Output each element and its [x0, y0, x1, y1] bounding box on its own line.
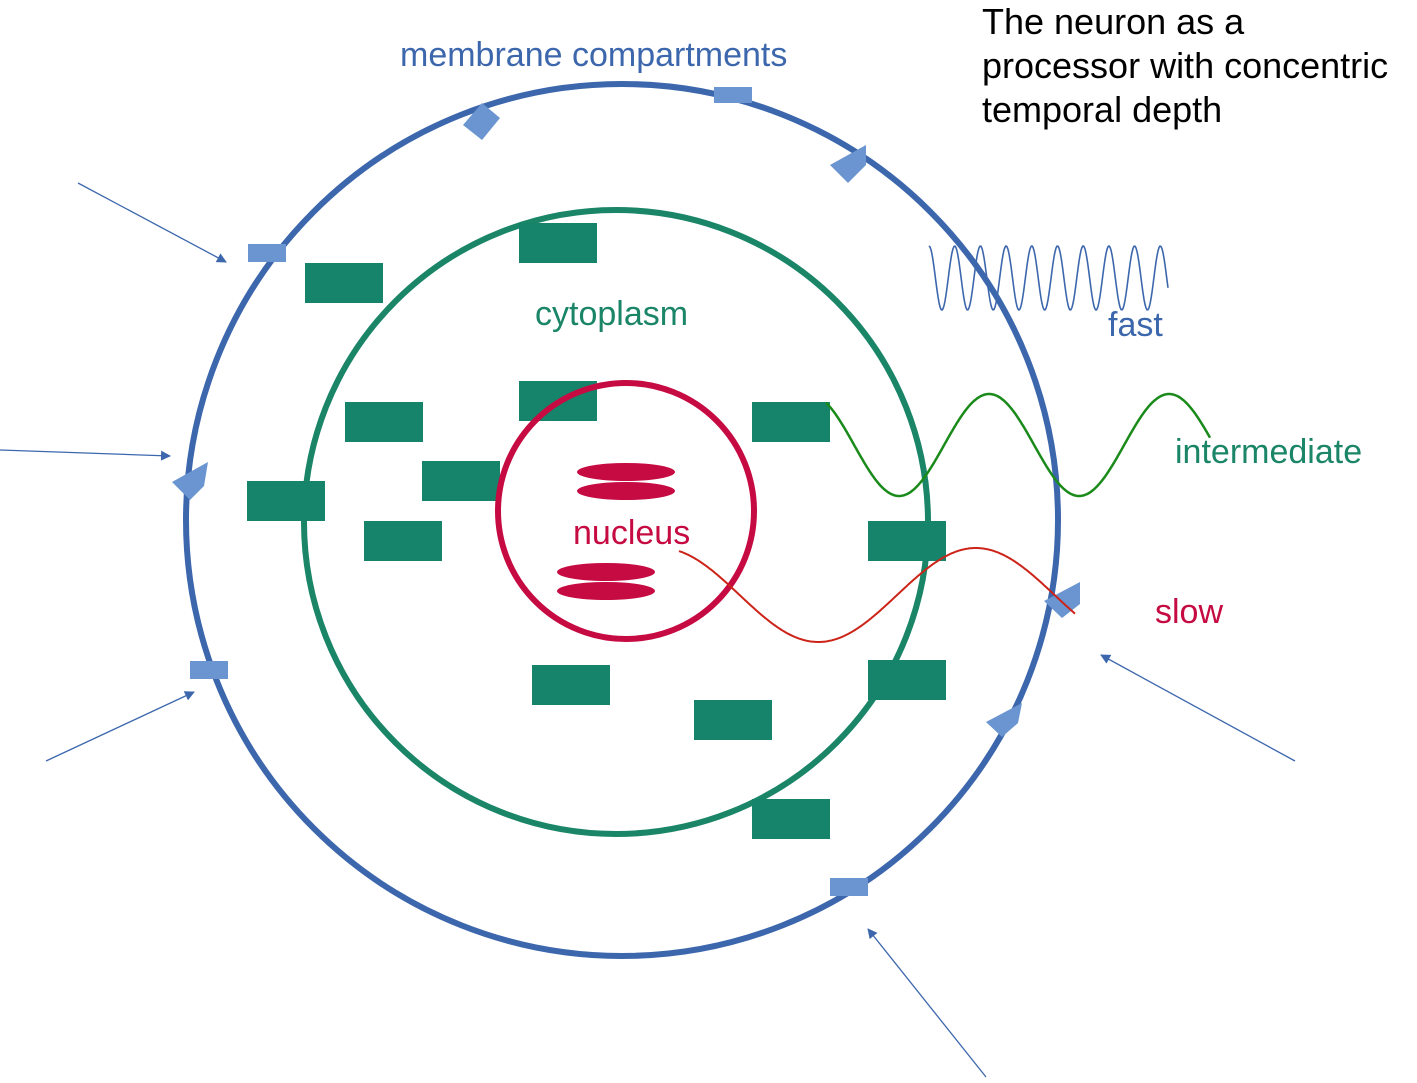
membrane-receptor [463, 103, 500, 140]
organelle [752, 402, 830, 442]
chromosome [577, 482, 675, 500]
input-arrow [1100, 654, 1296, 762]
slow-label: slow [1155, 593, 1224, 631]
chromosome [557, 563, 655, 581]
membrane-receptor [986, 703, 1022, 737]
membrane-channel [190, 661, 228, 679]
input-arrow [45, 691, 195, 762]
organelle [519, 223, 597, 263]
fast-wave [928, 244, 1169, 312]
chromosomes [557, 463, 675, 600]
organelle [247, 481, 325, 521]
organelle [868, 521, 946, 561]
membrane-label: membrane compartments [400, 36, 788, 74]
intermediate-label: intermediate [1175, 433, 1363, 471]
membrane-channel [830, 878, 868, 896]
organelle [532, 665, 610, 705]
organelle [422, 461, 500, 501]
organelle [364, 521, 442, 561]
chromosome [557, 582, 655, 600]
input-arrows [0, 182, 1296, 1078]
input-arrow [0, 449, 171, 461]
membrane-channel [248, 244, 286, 262]
membrane-circle [183, 81, 1061, 959]
slow-wave [678, 547, 1076, 643]
membrane-receptor [172, 462, 208, 500]
title-line: temporal depth [982, 89, 1223, 130]
organelle [345, 402, 423, 442]
chromosome [577, 463, 675, 481]
title-line: The neuron as a [982, 1, 1245, 42]
organelle [752, 799, 830, 839]
organelle [305, 263, 383, 303]
fast-label: fast [1108, 306, 1163, 344]
membrane-channel [714, 87, 752, 103]
membrane-receptor [830, 145, 866, 183]
intermediate-wave [825, 392, 1212, 498]
organelle [694, 700, 772, 740]
diagram-title: The neuron as a processor with concentri… [982, 0, 1417, 132]
cytoplasm-label: cytoplasm [535, 295, 689, 333]
input-arrow [867, 928, 987, 1078]
organelle [868, 660, 946, 700]
nucleus-label: nucleus [573, 514, 691, 552]
nucleus-circle [495, 380, 757, 642]
title-line: processor with concentric [982, 45, 1389, 86]
input-arrow [77, 182, 227, 263]
